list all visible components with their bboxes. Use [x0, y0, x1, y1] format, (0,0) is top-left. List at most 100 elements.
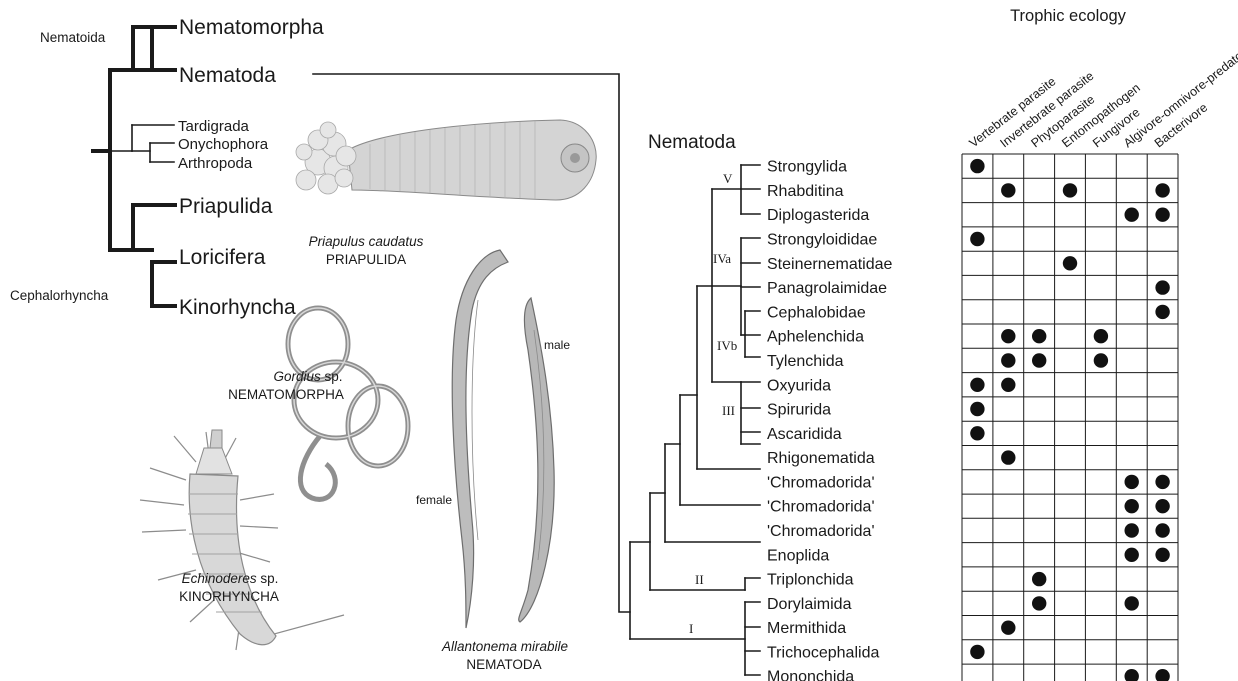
clade-label-ivb: IVb [717, 338, 737, 353]
priapulus-illustration: Priapulus caudatus PRIAPULIDA [296, 120, 596, 267]
taxon-label-enoplida-17: Enoplida [767, 547, 829, 564]
clade-label-i: I [689, 621, 693, 636]
allantonema-species-label: Allantonema mirabile [441, 639, 568, 654]
taxon-label-oxyurida-10: Oxyurida [767, 377, 831, 394]
taxon-label-steinernematidae-5: Steinernematidae [767, 256, 893, 273]
taxon-onychophora: Onychophora [178, 136, 269, 153]
dot-dorylaimida-19-phytoparasite [1032, 596, 1046, 610]
arthropod-clade-branches [110, 125, 174, 162]
clade-label-v: V [723, 171, 733, 186]
taxon-loricifera: Loricifera [179, 246, 266, 269]
allantonema-group-label: NEMATODA [466, 657, 541, 672]
taxon-label-dorylaimida-19: Dorylaimida [767, 596, 852, 613]
clade-label-iii: III [722, 403, 735, 418]
dot-aphelenchida-8-fungivore [1094, 329, 1108, 343]
echinoderes-genus: Echinoderes [182, 571, 257, 586]
echinoderes-sp: sp. [260, 571, 278, 586]
taxon-tardigrada: Tardigrada [178, 118, 250, 135]
dot-mermithida-20-invertebrate-parasite [1001, 621, 1015, 635]
dot-trichocephalida-21-vertebrate-parasite [970, 645, 984, 659]
taxon-label-rhigonematida-13: Rhigonematida [767, 450, 875, 467]
dot-chromadorida-16-bacterivore [1155, 523, 1169, 537]
dot-tylenchida-9-phytoparasite [1032, 353, 1046, 367]
dot-rhabditina-2-bacterivore [1155, 183, 1169, 197]
nematoda-tree: Nematoda [630, 132, 893, 681]
female-worm [452, 250, 508, 628]
priapulus-papillae [296, 122, 356, 194]
dot-chromadorida-15-algivore-omnivore-predator [1125, 499, 1139, 513]
dot-cephalobidae-7-bacterivore [1155, 305, 1169, 319]
echinoderes-illustration: Echinoderes sp. KINORHYNCHA [140, 430, 344, 650]
dot-steinernematidae-5-entomopathogen [1063, 256, 1077, 270]
dot-rhabditina-2-invertebrate-parasite [1001, 183, 1015, 197]
allantonema-illustration: male female Allantonema mirabile NEMATOD… [416, 250, 570, 672]
taxon-label-aphelenchida-8: Aphelenchida [767, 329, 864, 346]
cephalorhyncha-label: Cephalorhyncha [10, 288, 109, 303]
taxon-priapulida: Priapulida [179, 195, 273, 218]
nematoda-tree-title: Nematoda [648, 132, 736, 153]
taxon-label-chromadorida-15: 'Chromadorida' [767, 499, 875, 516]
taxon-label-strongyloididae-4: Strongyloididae [767, 232, 877, 249]
taxon-label-chromadorida-16: 'Chromadorida' [767, 523, 875, 540]
dot-rhigonematida-13-invertebrate-parasite [1001, 450, 1015, 464]
trophic-matrix-dots [970, 159, 1170, 681]
dot-diplogasterida-3-bacterivore [1155, 208, 1169, 222]
dot-rhabditina-2-entomopathogen [1063, 183, 1077, 197]
dot-mononchida-22-bacterivore [1155, 669, 1169, 681]
dot-strongylida-1-vertebrate-parasite [970, 159, 984, 173]
dot-spirurida-11-vertebrate-parasite [970, 402, 984, 416]
gordius-illustration: Gordius sp. NEMATOMORPHA [228, 308, 408, 499]
taxon-label-chromadorida-14: 'Chromadorida' [767, 474, 875, 491]
taxon-kinorhyncha: Kinorhyncha [179, 296, 296, 319]
taxon-label-triplonchida-18: Triplonchida [767, 572, 854, 589]
taxon-nematoda: Nematoda [179, 64, 276, 87]
dot-aphelenchida-8-phytoparasite [1032, 329, 1046, 343]
taxon-label-panagrolaimidae-6: Panagrolaimidae [767, 280, 887, 297]
dot-panagrolaimidae-6-bacterivore [1155, 280, 1169, 294]
echinoderes-species-label: Echinoderes sp. [182, 571, 279, 586]
priapulus-group-label: PRIAPULIDA [326, 252, 406, 267]
taxon-label-rhabditina-2: Rhabditina [767, 183, 844, 200]
taxon-label-tylenchida-9: Tylenchida [767, 353, 844, 370]
nematode-taxon-labels: StrongylidaRhabditinaDiplogasteridaStron… [767, 159, 893, 681]
trophic-ecology-panel: Trophic ecology Vertebrate parasiteInver… [962, 7, 1238, 681]
dot-diplogasterida-3-algivore-omnivore-predator [1125, 208, 1139, 222]
dot-aphelenchida-8-invertebrate-parasite [1001, 329, 1015, 343]
taxon-nematomorpha: Nematomorpha [179, 16, 324, 39]
taxon-label-strongylida-1: Strongylida [767, 159, 847, 176]
female-label: female [416, 493, 452, 507]
gordius-species-label: Gordius sp. [273, 369, 342, 384]
dot-tylenchida-9-fungivore [1094, 353, 1108, 367]
dot-chromadorida-14-bacterivore [1155, 475, 1169, 489]
gordius-group-label: NEMATOMORPHA [228, 387, 344, 402]
trophic-ecology-title: Trophic ecology [1010, 7, 1127, 25]
trophic-matrix-grid [962, 154, 1178, 681]
nematoida-label: Nematoida [40, 30, 106, 45]
dot-oxyurida-10-invertebrate-parasite [1001, 378, 1015, 392]
clade-label-ii: II [695, 572, 704, 587]
dot-dorylaimida-19-algivore-omnivore-predator [1125, 596, 1139, 610]
taxon-label-mononchida-22: Mononchida [767, 669, 854, 681]
dot-triplonchida-18-phytoparasite [1032, 572, 1046, 586]
dot-strongyloididae-4-vertebrate-parasite [970, 232, 984, 246]
dot-chromadorida-15-bacterivore [1155, 499, 1169, 513]
dot-ascaridida-12-vertebrate-parasite [970, 426, 984, 440]
taxon-label-spirurida-11: Spirurida [767, 402, 831, 419]
taxon-label-mermithida-20: Mermithida [767, 620, 846, 637]
taxon-label-cephalobidae-7: Cephalobidae [767, 304, 866, 321]
priapulus-species-label: Priapulus caudatus [309, 234, 424, 249]
taxon-label-ascaridida-12: Ascaridida [767, 426, 842, 443]
male-label: male [544, 338, 570, 352]
dot-enoplida-17-bacterivore [1155, 548, 1169, 562]
echinoderes-group-label: KINORHYNCHA [179, 589, 279, 604]
taxon-label-trichocephalida-21: Trichocephalida [767, 644, 879, 661]
nematoda-tree-branches [630, 165, 760, 675]
dot-chromadorida-14-algivore-omnivore-predator [1125, 475, 1139, 489]
taxon-arthropoda: Arthropoda [178, 155, 253, 172]
dot-tylenchida-9-invertebrate-parasite [1001, 353, 1015, 367]
dot-mononchida-22-algivore-omnivore-predator [1125, 669, 1139, 681]
dot-enoplida-17-algivore-omnivore-predator [1125, 548, 1139, 562]
gordius-genus: Gordius [273, 369, 321, 384]
